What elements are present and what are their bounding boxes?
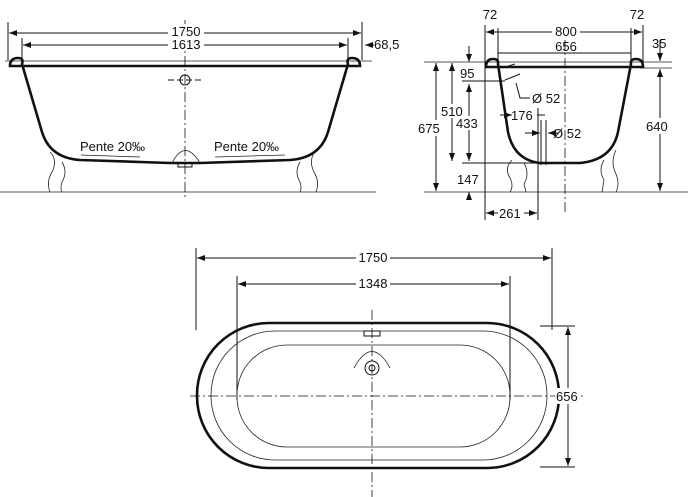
label-rim-left: 72 [483,7,497,22]
leg-left [507,159,528,193]
leg-right [600,149,619,193]
label-width-overall: 656 [556,389,578,404]
label-bottom-height: 147 [457,172,479,187]
label-drain-diameter: Ø 52 [553,126,581,141]
label-rim-thickness: 35 [652,36,666,51]
label-overflow-depth: 95 [460,66,474,81]
label-width-overall: 800 [555,24,577,39]
leg-right [296,149,318,193]
label-drain-from-edge: 261 [499,206,521,221]
top-view: 1750 1348 656 [190,248,585,497]
label-length-overall: 1750 [359,250,388,265]
label-height-to-rim: 640 [646,119,668,134]
tub-cross-section [484,57,645,165]
label-overflow-to-bottom: 433 [456,116,478,131]
label-length-inner: 1613 [172,37,201,52]
label-rim-offset: 68,5 [374,37,399,52]
tub-rim-inner [210,330,548,461]
drain-icon [364,360,380,376]
drain-dome [353,351,391,369]
side-view: 1750 1613 68,5 Pente 20‰ Pente 20‰ [0,20,399,200]
label-length-inner: 1348 [359,276,388,291]
label-length-overall: 1750 [172,24,201,39]
drain-dome [171,150,201,164]
overflow-icon [363,330,381,337]
label-slope-right: Pente 20‰ [214,139,279,154]
label-overflow-diameter: Ø 52 [532,91,560,106]
label-rim-right: 72 [630,7,644,22]
label-width-inner: 656 [555,39,577,54]
label-slope-left: Pente 20‰ [80,139,145,154]
label-total-height: 675 [418,121,440,136]
label-drain-offset: 176 [511,108,533,123]
end-view: 72 72 800 656 35 675 510 95 433 147 640 … [418,7,688,221]
leg-left [48,151,66,193]
label-inner-depth: 510 [441,104,463,119]
